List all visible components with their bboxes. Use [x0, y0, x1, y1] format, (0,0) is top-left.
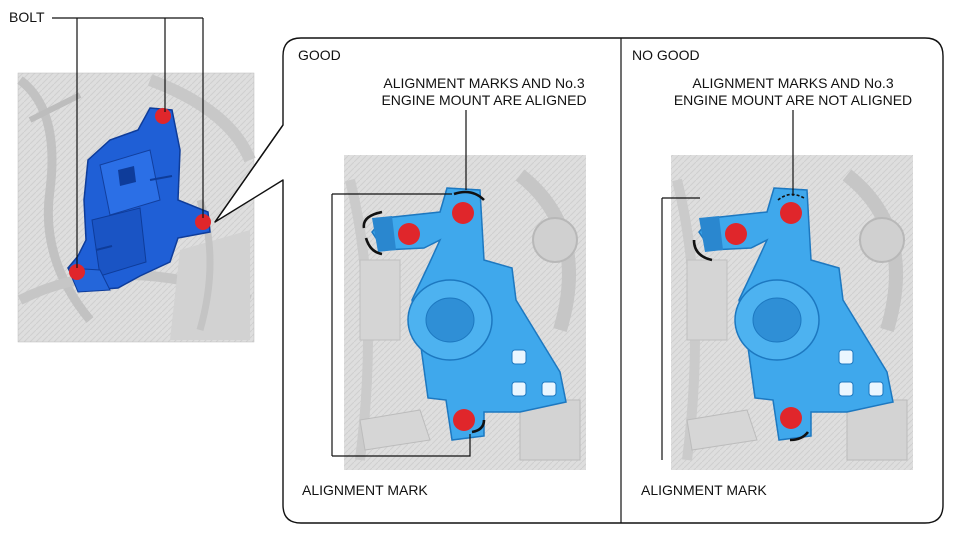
nogood-heading: NO GOOD	[632, 47, 700, 63]
bolt-marker-icon	[155, 108, 171, 124]
engine-mount-detail-good	[371, 187, 567, 441]
bolt-marker-icon	[780, 202, 802, 224]
alignment-mark-arc-icon	[777, 193, 805, 201]
engine-mount-overview	[67, 107, 211, 293]
nogood-leader-lines	[661, 110, 794, 460]
nogood-caption-line1: ALIGNMENT MARKS AND No.3	[692, 75, 894, 91]
alignment-mark-arc-icon	[362, 210, 383, 229]
bolt-marker-icon	[453, 409, 475, 431]
bolt-marker-icon	[398, 223, 420, 245]
overview-photo	[17, 72, 256, 343]
good-alignment-mark-label: ALIGNMENT MARK	[302, 482, 428, 498]
bolt-marker-icon	[725, 223, 747, 245]
nogood-alignment-mark-label: ALIGNMENT MARK	[641, 482, 767, 498]
alignment-mark-arc-icon	[692, 239, 713, 262]
bolt-marker-icon	[69, 264, 85, 280]
bolt-marker-icon	[780, 407, 802, 429]
good-caption-line2: ENGINE MOUNT ARE ALIGNED	[381, 92, 587, 108]
bolt-leader-lines	[52, 17, 204, 268]
bolt-callout-label: BOLT	[9, 9, 45, 25]
alignment-mark-arc-icon	[789, 431, 810, 442]
bolt-marker-icon	[452, 202, 474, 224]
good-detail-photo	[344, 155, 586, 470]
nogood-detail-photo	[671, 155, 913, 470]
good-leader-lines	[331, 110, 471, 457]
engine-mount-detail-nogood	[698, 187, 894, 441]
alignment-mark-arc-icon	[453, 190, 485, 201]
good-heading: GOOD	[298, 47, 341, 63]
bolt-marker-icon	[195, 214, 211, 230]
alignment-mark-arc-icon	[471, 419, 486, 434]
nogood-caption-line2: ENGINE MOUNT ARE NOT ALIGNED	[673, 92, 913, 108]
alignment-mark-arc-icon	[364, 237, 383, 256]
good-caption-line1: ALIGNMENT MARKS AND No.3	[383, 75, 585, 91]
